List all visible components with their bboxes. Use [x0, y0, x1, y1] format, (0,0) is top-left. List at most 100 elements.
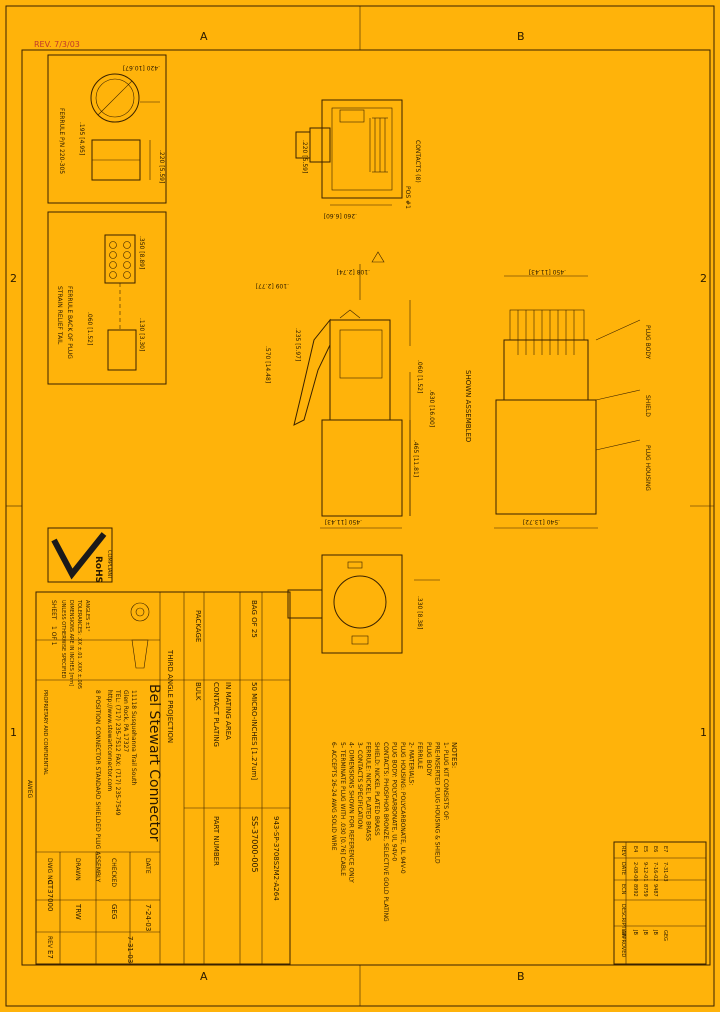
- zone-label-left-1: 1: [10, 726, 17, 739]
- plating-label: CONTACT PLATING: [212, 682, 220, 747]
- company-name: Bel Stewart Connector: [146, 684, 162, 842]
- tail-dim-3: .130 [3.30]: [138, 318, 145, 351]
- note-line: 6- ACCEPTS 26-24 AWG SOLID WIRE: [330, 742, 337, 851]
- note-line: PLUG BODY: POLYCARBONATE, UL 94V-0: [390, 742, 397, 861]
- note-line: CONTACTS: PHOSPHOR BRONZE, SELECTIVE GOL…: [382, 742, 389, 922]
- approved-value: 7-31-03: [126, 936, 134, 963]
- revision-table-cell: E4: [632, 846, 638, 852]
- drawn-label: DRAWN: [74, 858, 81, 881]
- dim-109: .109 [2.77]: [256, 282, 289, 289]
- zone-label-top-a: A: [200, 30, 208, 43]
- revision-stamp: REV. 7/3/03: [34, 40, 80, 49]
- plug-body-label: PLUG BODY: [644, 325, 651, 360]
- catalog-number: 943-SP-3708S2M2-A264: [272, 816, 280, 901]
- sheet-label: SHEET: [50, 600, 57, 620]
- part-number-value: SS-37000-005: [250, 816, 259, 873]
- note-line: FERRULE: NICKEL PLATED BRASS: [365, 742, 372, 841]
- revision-table-cell: 2-08-00: [632, 862, 638, 882]
- note-line: 1- PLUG KIT CONSISTS OF:: [442, 742, 449, 821]
- ferrule-text: FERRULE P/N 220-305: [58, 108, 65, 174]
- signature: AWEG: [26, 780, 33, 799]
- ferrule-dim-2: .220 [5.59]: [158, 150, 165, 183]
- note-line: SHIELD: NICKEL PLATED BRASS: [373, 742, 380, 836]
- note-line: PRE-INSERTED PLUG HOUSING & SHIELD: [433, 742, 440, 864]
- revision-table-cell: JB: [642, 929, 648, 935]
- tail-dim-2: .060 [1.52]: [86, 312, 93, 345]
- tolerance-1: UNLESS OTHERWISE SPECIFIED: [60, 600, 66, 679]
- revision-table-cell: 8759: [642, 884, 648, 897]
- revision-table-cell: E5: [642, 846, 648, 852]
- tolerance-4: ANGLES ±1°: [84, 600, 90, 632]
- checked-label: CHECKED: [110, 858, 117, 887]
- third-angle-label: THIRD ANGLE PROJECTION: [166, 649, 174, 743]
- notes-block: NOTES: 1- PLUG KIT CONSISTS OF: PRE-INSE…: [330, 742, 458, 922]
- part-number-label: PART NUMBER: [212, 816, 220, 866]
- web-address: http://www.stewartconnector.com: [106, 690, 113, 791]
- revision-table: REVDATEECNDESCRIPTIONAPPROVEDE42-08-0089…: [613, 841, 707, 965]
- address-1: 11118 Susquehanna Trail South: [130, 690, 137, 786]
- revision-table-header: APPROVED: [620, 930, 626, 957]
- zone-label-top-b: B: [517, 30, 525, 43]
- dim-235: .235 [5.97]: [294, 328, 301, 361]
- pos-label: POS #1: [404, 186, 411, 209]
- revision-table-cell: 8992: [632, 884, 638, 897]
- rohs-sub: COMPLIANT: [106, 550, 112, 580]
- dim-220: .220 [5.59]: [301, 140, 308, 173]
- note-line: FERRULE: [416, 742, 423, 769]
- inner-border: [21, 49, 711, 966]
- title-block: THIRD ANGLE PROJECTION Bel Stewart Conne…: [26, 591, 291, 965]
- phone: TEL: (717) 235-7512 FAX: (717) 235-7549: [114, 689, 121, 816]
- revision-table-cell: 7-31-03: [662, 862, 668, 882]
- ferrule-dim-1: .420 [10.67]: [123, 64, 160, 71]
- revision-table-cell: E6: [652, 846, 658, 852]
- plating-value: 50 MICRO-INCHES [1.27um]: [250, 682, 258, 780]
- rohs-mark: RoHS: [93, 556, 103, 583]
- revision-table-cell: 7-16-02: [652, 862, 658, 882]
- plating-area: IN MATING AREA: [224, 682, 232, 740]
- rohs-badge: RoHS COMPLIANT: [47, 527, 113, 583]
- revision-table-cell: 9487: [652, 884, 658, 897]
- tolerance-3: TOLERANCES: .XX ±.01 .XXX ±.005: [76, 599, 82, 689]
- confidential: PROPRIETARY AND CONFIDENTIAL: [42, 690, 48, 775]
- note-line: 3- CONTACTS SPECIFICATION: [356, 742, 363, 829]
- dim-540: .540 [13.72]: [523, 518, 560, 525]
- ferrule-dim-3: .195 [4.95]: [78, 122, 85, 155]
- note-line: 2- MATERIALS:: [408, 742, 415, 785]
- revision-table-cell: JB: [632, 929, 638, 935]
- tail-detail: .350 [8.89] .130 [3.30] .060 [1.52] FERR…: [47, 211, 167, 385]
- dim-570: .570 [14.48]: [264, 346, 271, 383]
- notes-heading: NOTES:: [450, 742, 458, 768]
- dim-450-top: .450 [11.43]: [529, 268, 566, 275]
- date-label: DATE: [144, 858, 151, 874]
- zone-label-bottom-a: A: [200, 970, 208, 983]
- dim-108: .108 [2.74]: [337, 268, 370, 275]
- tolerance-2: DIMENSIONS ARE IN INCHES [mm]: [68, 600, 74, 686]
- dim-465: .465 [11.81]: [412, 440, 419, 477]
- plug-front-view: .260 [6.60] .220 [5.59] CONTACTS (8) POS…: [295, 99, 421, 219]
- zone-label-left-2: 2: [10, 272, 17, 285]
- outer-border: [5, 5, 715, 1007]
- note-line: PLUG BODY: [425, 742, 432, 777]
- dim-330: .330 [8.38]: [416, 596, 423, 629]
- zone-label-right-1: 1: [700, 726, 707, 739]
- plug-housing-label: PLUG HOUSING: [644, 445, 651, 491]
- package-label: PACKAGE: [194, 610, 202, 642]
- tail-dim-1: .350 [8.89]: [138, 236, 145, 269]
- contacts-label: CONTACTS (8): [414, 140, 421, 183]
- revision-table-header: REV: [620, 846, 626, 857]
- revision-table-header: DATE: [620, 862, 626, 875]
- dim-260: .260 [6.60]: [324, 212, 357, 219]
- ferrule-detail: .420 [10.67] .220 [5.59] .195 [4.95] FER…: [47, 54, 167, 204]
- address-2: Glen Rock, PA 17327: [122, 690, 129, 752]
- bag-label: BAG OF 25: [250, 600, 258, 638]
- shield-label: SHIELD: [644, 395, 651, 417]
- dim-060: .060 [1.52]: [416, 360, 423, 393]
- plug-rear-view: .330 [8.38]: [287, 554, 440, 654]
- rev-label: REV: [46, 936, 53, 949]
- note-line: 5- TERMINATE PLUG WITH .030 [0.76] CABLE: [339, 742, 346, 876]
- revision-table-header: ECN: [620, 884, 626, 895]
- revision-table-cell: JB: [652, 929, 658, 935]
- shown-assembled-label: SHOWN ASSEMBLED: [464, 370, 472, 442]
